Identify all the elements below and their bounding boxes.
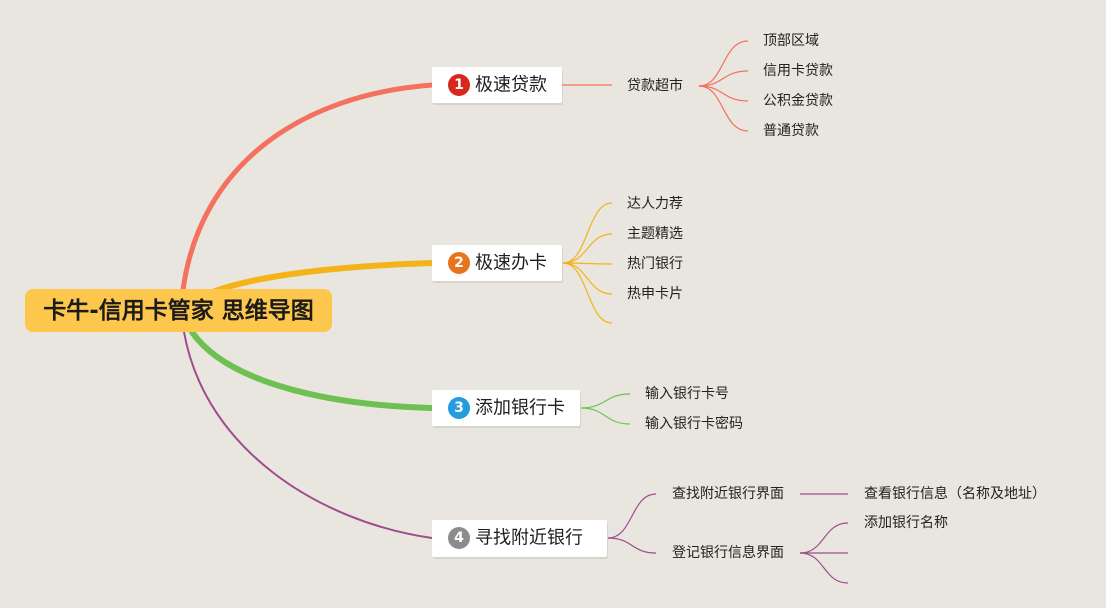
connector-line bbox=[562, 233, 613, 264]
topic-label: 寻找附近银行 bbox=[475, 528, 583, 549]
root-topic-box bbox=[25, 289, 332, 332]
number-badge bbox=[448, 527, 470, 549]
topic-1: 1 极速贷款 bbox=[432, 67, 563, 105]
subtopic-label: 顶部区域 bbox=[763, 33, 819, 49]
subtopic-label: 信用卡贷款 bbox=[763, 63, 833, 79]
branch-3-main-line bbox=[189, 329, 435, 411]
topic-2: 2 极速办卡 bbox=[432, 245, 563, 283]
subtopic-label: 热申卡片 bbox=[627, 286, 683, 302]
subtopic-label: 输入银行卡号 bbox=[645, 386, 729, 402]
number-badge-label: 1 bbox=[454, 77, 464, 93]
branch-1-main-line bbox=[180, 82, 435, 293]
branch-2-main-line bbox=[212, 260, 435, 294]
topic-box bbox=[432, 520, 607, 557]
connector-line-empty bbox=[562, 262, 613, 324]
branch-4-main-line bbox=[183, 331, 433, 539]
topic-label: 极速办卡 bbox=[475, 253, 547, 274]
topic-label: 极速贷款 bbox=[475, 75, 547, 96]
topic-4: 4 寻找附近银行 bbox=[432, 520, 608, 559]
branch-3-connectors bbox=[189, 329, 631, 425]
subtopic-label: 添加银行名称 bbox=[864, 515, 948, 531]
number-badge bbox=[448, 74, 470, 96]
root-topic-title: 卡牛-信用卡管家 思维导图 bbox=[43, 297, 314, 324]
branch-1-connectors bbox=[180, 40, 749, 293]
connector-line bbox=[698, 85, 749, 132]
connector-line bbox=[580, 407, 631, 425]
topic-3: 3 添加银行卡 bbox=[432, 390, 581, 428]
subtopic-label: 公积金贷款 bbox=[763, 93, 833, 109]
connector-line bbox=[607, 537, 657, 554]
subtopic-label: 达人力荐 bbox=[627, 196, 683, 212]
subtopic-label: 热门银行 bbox=[627, 256, 683, 272]
subtopic-label: 查看银行信息（名称及地址） bbox=[864, 485, 1046, 502]
connector-line bbox=[607, 493, 657, 539]
subtopic-label: 登记银行信息界面 bbox=[672, 544, 784, 561]
branch-4-connectors bbox=[183, 331, 849, 584]
topic-box bbox=[432, 390, 580, 426]
root-topic: 卡牛-信用卡管家 思维导图 bbox=[25, 289, 332, 332]
connector-line bbox=[562, 262, 613, 295]
subtopic-label: 主题精选 bbox=[627, 226, 683, 242]
number-badge bbox=[448, 252, 470, 274]
number-badge-label: 2 bbox=[454, 255, 464, 271]
connector-line bbox=[580, 393, 631, 409]
connector-line bbox=[698, 40, 749, 87]
connector-line-empty bbox=[799, 552, 849, 584]
connector-line bbox=[698, 85, 749, 102]
topic-3-subtopics: 输入银行卡号 输入银行卡密码 bbox=[645, 386, 743, 432]
topic-label: 添加银行卡 bbox=[475, 398, 565, 419]
topic-4-subtopics: 查找附近银行界面 登记银行信息界面 查看银行信息（名称及地址） 添加银行名称 bbox=[672, 485, 1046, 561]
number-badge-label: 4 bbox=[454, 530, 464, 546]
number-badge bbox=[448, 397, 470, 419]
subtopic-label: 查找附近银行界面 bbox=[672, 486, 784, 502]
connector-line bbox=[799, 522, 849, 554]
number-badge-label: 3 bbox=[454, 400, 464, 416]
subtopic-label: 输入银行卡密码 bbox=[645, 415, 743, 432]
subtopic-label: 贷款超市 bbox=[627, 77, 683, 94]
connector-line bbox=[698, 70, 749, 87]
topic-1-subtopics: 贷款超市 顶部区域 信用卡贷款 公积金贷款 普通贷款 bbox=[627, 33, 833, 139]
topic-2-subtopics: 达人力荐 主题精选 热门银行 热申卡片 bbox=[627, 196, 683, 302]
branch-2-connectors bbox=[212, 202, 613, 324]
connector-line bbox=[562, 202, 613, 264]
subtopic-label: 普通贷款 bbox=[763, 123, 819, 139]
